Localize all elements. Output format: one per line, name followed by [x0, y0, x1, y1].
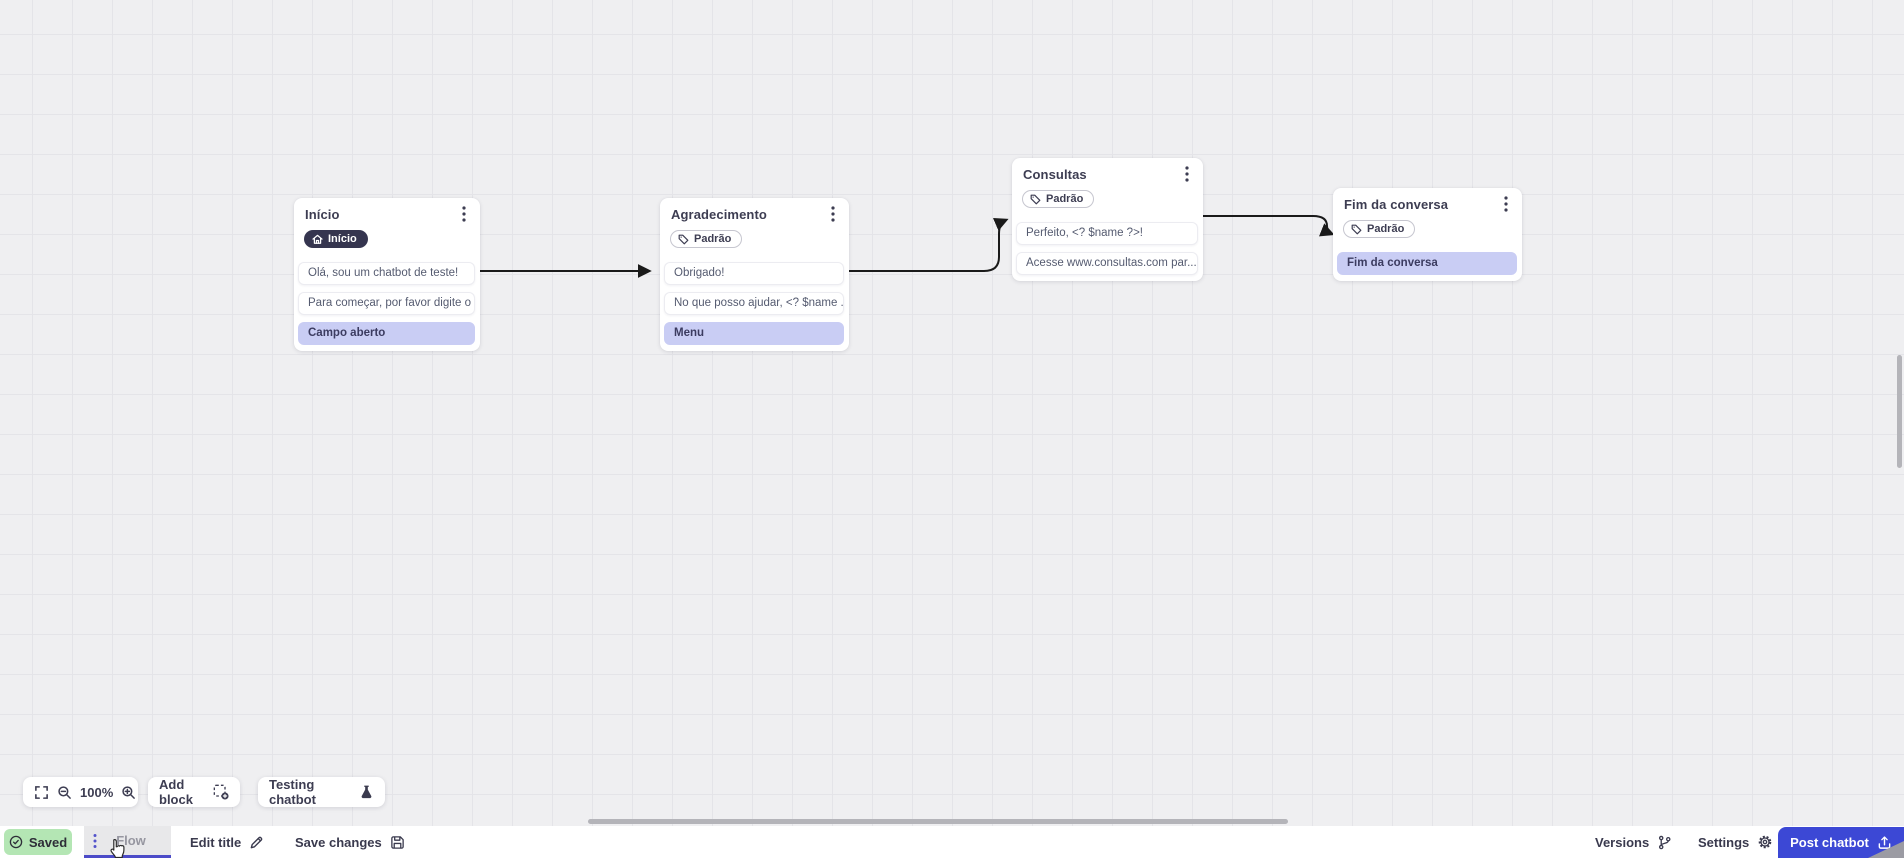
tab-flow[interactable]: Flow: [84, 826, 171, 858]
save-icon: [390, 835, 404, 849]
tag-icon: [1351, 224, 1362, 234]
connection-wires: [480, 215, 1335, 278]
node-consultas[interactable]: Consultas Padrão Perfeito, <? $name ?>! …: [1012, 158, 1203, 281]
menu-row[interactable]: Menu: [664, 321, 844, 345]
kebab-menu-icon[interactable]: [1499, 195, 1513, 213]
tag-icon: [678, 234, 689, 244]
edit-title-button[interactable]: Edit title: [190, 826, 264, 858]
vertical-scrollbar[interactable]: [1897, 355, 1902, 468]
node-agradecimento[interactable]: Agradecimento Padrão Obrigado! No que po…: [660, 198, 849, 351]
git-branch-icon: [1659, 835, 1671, 849]
message-row[interactable]: Perfeito, <? $name ?>!: [1016, 221, 1198, 245]
node-inicio[interactable]: Início Início Olá, sou um chatbot de tes…: [294, 198, 480, 351]
settings-button[interactable]: Settings: [1698, 826, 1773, 858]
node-title: Agradecimento: [671, 207, 767, 222]
flask-icon: [359, 784, 374, 800]
zoom-controls: 100%: [23, 777, 138, 807]
node-type-badge: Padrão: [1022, 190, 1095, 208]
node-type-badge: Padrão: [1343, 220, 1416, 238]
node-title: Consultas: [1023, 167, 1087, 182]
node-title: Início: [305, 207, 340, 222]
node-type-badge: Padrão: [670, 230, 743, 248]
tag-icon: [1030, 194, 1041, 204]
node-title: Fim da conversa: [1344, 197, 1449, 212]
add-block-icon: [213, 784, 229, 800]
tab-flow-label: Flow: [116, 833, 146, 848]
message-row[interactable]: Obrigado!: [664, 261, 844, 285]
kebab-menu-icon[interactable]: [457, 205, 471, 223]
bottom-bar: Saved Flow Edit title Save changes Versi…: [0, 826, 1904, 858]
input-row[interactable]: Campo aberto: [298, 321, 475, 345]
drag-handle-icon[interactable]: [93, 833, 97, 849]
saved-status-badge: Saved: [4, 829, 72, 855]
message-row[interactable]: Para começar, por favor digite o ...: [298, 291, 475, 315]
zoom-level: 100%: [80, 784, 114, 800]
horizontal-scrollbar[interactable]: [588, 819, 1288, 824]
message-row[interactable]: No que posso ajudar, <? $name ...: [664, 291, 844, 315]
pencil-icon: [250, 836, 263, 848]
home-icon: [312, 234, 323, 244]
wire-agradecimento-consultas: [848, 217, 1009, 272]
fullscreen-icon[interactable]: [34, 785, 49, 800]
wire-consultas-fim: [1203, 215, 1335, 237]
testing-chatbot-button[interactable]: Testing chatbot: [258, 777, 385, 807]
flow-canvas[interactable]: Início Início Olá, sou um chatbot de tes…: [0, 0, 1904, 826]
check-circle-icon: [9, 835, 23, 849]
zoom-in-icon[interactable]: [121, 785, 136, 800]
gear-icon: [1758, 835, 1772, 849]
versions-button[interactable]: Versions: [1595, 826, 1672, 858]
page-corner-fold: [1868, 841, 1904, 858]
message-row[interactable]: Acesse www.consultas.com par...: [1016, 251, 1198, 275]
kebab-menu-icon[interactable]: [826, 205, 840, 223]
kebab-menu-icon[interactable]: [1180, 165, 1194, 183]
node-fim-da-conversa[interactable]: Fim da conversa Padrão Fim da conversa: [1333, 188, 1522, 281]
node-type-badge: Início: [304, 230, 368, 248]
end-row[interactable]: Fim da conversa: [1337, 251, 1517, 275]
zoom-out-icon[interactable]: [57, 785, 72, 800]
add-block-button[interactable]: Add block: [148, 777, 240, 807]
save-changes-button[interactable]: Save changes: [295, 826, 405, 858]
message-row[interactable]: Olá, sou um chatbot de teste!: [298, 261, 475, 285]
